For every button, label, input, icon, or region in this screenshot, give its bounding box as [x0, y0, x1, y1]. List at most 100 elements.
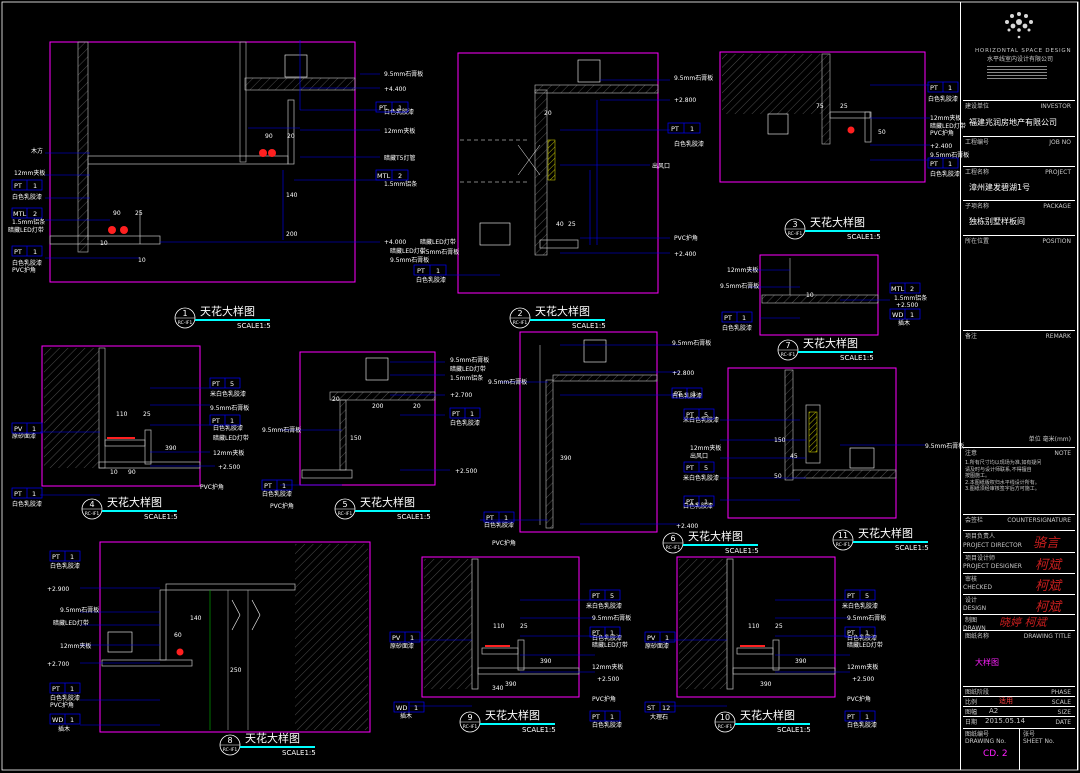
svg-text:PT: PT [14, 490, 22, 498]
svg-text:9.5mm石膏板: 9.5mm石膏板 [925, 442, 964, 450]
detail-5-labels: 9.5mm石膏板 暗藏LED灯带 1.5mm铝条 +2.700 白色乳胶漆 9.… [262, 356, 489, 510]
svg-text:PT: PT [14, 248, 22, 256]
svg-text:PT: PT [674, 390, 682, 398]
svg-text:5: 5 [865, 592, 869, 600]
design-signature: 柯斌 [1035, 600, 1062, 615]
svg-text:出风口: 出风口 [690, 452, 708, 460]
svg-text:9.5mm石膏板: 9.5mm石膏板 [450, 356, 489, 364]
svg-text:1: 1 [32, 425, 36, 433]
svg-text:PT: PT [486, 514, 494, 522]
svg-text:暗藏LED灯带: 暗藏LED灯带 [847, 641, 883, 649]
svg-text:PVC护角: PVC护角 [492, 539, 516, 547]
svg-text:PT: PT [847, 629, 855, 637]
svg-text:9.5mm石膏板: 9.5mm石膏板 [420, 248, 459, 256]
svg-text:PVC护角: PVC护角 [674, 234, 698, 242]
detail-title-9: 9 RC-IF1 天花大样图 SCALE1:5 [459, 708, 556, 734]
svg-text:PT: PT [847, 713, 855, 721]
svg-text:+2.800: +2.800 [674, 97, 696, 104]
svg-text:9.5mm石膏板: 9.5mm石膏板 [847, 614, 886, 622]
svg-text:SCALE1:5: SCALE1:5 [397, 513, 431, 521]
svg-text:PT: PT [14, 182, 22, 190]
svg-text:1: 1 [230, 417, 234, 425]
svg-text:340: 340 [492, 685, 504, 692]
svg-text:90: 90 [113, 210, 121, 217]
svg-text:110: 110 [116, 411, 128, 418]
size-label: 图幅 [965, 709, 978, 716]
svg-text:150: 150 [774, 437, 786, 444]
position-label: 所在位置 [965, 238, 990, 245]
job-label-en: JOB NO [1049, 139, 1071, 146]
svg-text:PT: PT [930, 84, 938, 92]
investor-label-en: INVESTOR [1040, 103, 1071, 110]
drawing-title-label-en: DRAWING TITLE [1023, 633, 1071, 640]
svg-text:390: 390 [165, 445, 177, 452]
svg-text:1: 1 [70, 716, 74, 724]
svg-text:2: 2 [910, 285, 914, 293]
svg-text:米白色乳胶漆: 米白色乳胶漆 [210, 390, 246, 398]
detail-7-labels: 12mm夹板 9.5mm石膏板 白色乳胶漆 1.5mm铝条 +2.500 插木 … [720, 266, 927, 332]
svg-text:9.5mm石膏板: 9.5mm石膏板 [60, 606, 99, 614]
design-label-en: DESIGN [963, 605, 987, 612]
sheet-no-label-en: SHEET No. [1023, 738, 1055, 745]
svg-text:1: 1 [504, 514, 508, 522]
svg-text:8: 8 [227, 736, 232, 745]
svg-text:+2.400: +2.400 [930, 143, 952, 150]
svg-text:10: 10 [110, 469, 118, 476]
svg-text:5: 5 [610, 592, 614, 600]
drawn-signature: 晓婷 柯斌 [999, 616, 1047, 629]
date-label: 日期 [965, 719, 978, 726]
svg-text:5: 5 [342, 500, 347, 509]
svg-text:10: 10 [720, 713, 730, 722]
detail-3-labels: 白色乳胶漆 12mm夹板 暗藏LED灯带 PVC护角 +2.400 9.5mm石… [816, 95, 969, 178]
svg-text:9.5mm石膏板: 9.5mm石膏板 [674, 74, 713, 82]
svg-text:390: 390 [560, 455, 572, 462]
tag-pt-1: PT 1 [483, 511, 515, 523]
svg-text:1.5mm铝条: 1.5mm铝条 [384, 180, 417, 188]
svg-text:WD: WD [396, 704, 407, 712]
company-logo [1005, 12, 1033, 39]
svg-text:1: 1 [70, 553, 74, 561]
company-address [987, 66, 1047, 80]
svg-text:50: 50 [878, 129, 886, 136]
svg-text:1: 1 [865, 713, 869, 721]
svg-text:大理石: 大理石 [650, 713, 668, 721]
svg-text:出风口: 出风口 [652, 162, 670, 170]
svg-text:1: 1 [610, 713, 614, 721]
svg-text:+2.400: +2.400 [674, 251, 696, 258]
svg-text:SCALE1:5: SCALE1:5 [847, 233, 881, 241]
remark-label: 备注 [965, 333, 978, 340]
svg-text:9.5mm石膏板: 9.5mm石膏板 [390, 256, 429, 264]
svg-text:白色乳胶漆: 白色乳胶漆 [722, 324, 752, 332]
svg-text:+2.500: +2.500 [852, 676, 874, 683]
svg-text:12mm夹板: 12mm夹板 [930, 114, 961, 122]
svg-text:2: 2 [398, 172, 402, 180]
phase-label: 图纸阶段 [965, 689, 990, 696]
detail-title-8: 8 RC-IF1 天花大样图 SCALE1:5 [219, 731, 316, 757]
note-label: 注意 [965, 450, 978, 457]
svg-text:140: 140 [286, 192, 298, 199]
svg-text:50: 50 [774, 473, 782, 480]
svg-text:+2.700: +2.700 [47, 661, 69, 668]
svg-text:10: 10 [806, 292, 814, 299]
detail-1-labels: 9.5mm石膏板 +4.400 白色乳胶漆 12mm夹板 暗藏T5灯管 1.5m… [8, 70, 429, 274]
svg-text:白色乳胶漆: 白色乳胶漆 [484, 521, 514, 529]
svg-text:白色乳胶漆: 白色乳胶漆 [674, 140, 704, 148]
svg-text:暗藏LED灯带: 暗藏LED灯带 [450, 365, 486, 373]
svg-text:SCALE1:5: SCALE1:5 [572, 322, 606, 330]
svg-text:ST: ST [647, 704, 655, 712]
svg-text:白色乳胶漆: 白色乳胶漆 [12, 259, 42, 267]
svg-text:60: 60 [174, 632, 182, 639]
svg-text:1: 1 [33, 182, 37, 190]
svg-text:白色乳胶漆: 白色乳胶漆 [847, 721, 877, 729]
detail-8-drawing [80, 541, 371, 733]
svg-text:原砂面漆: 原砂面漆 [390, 642, 414, 650]
